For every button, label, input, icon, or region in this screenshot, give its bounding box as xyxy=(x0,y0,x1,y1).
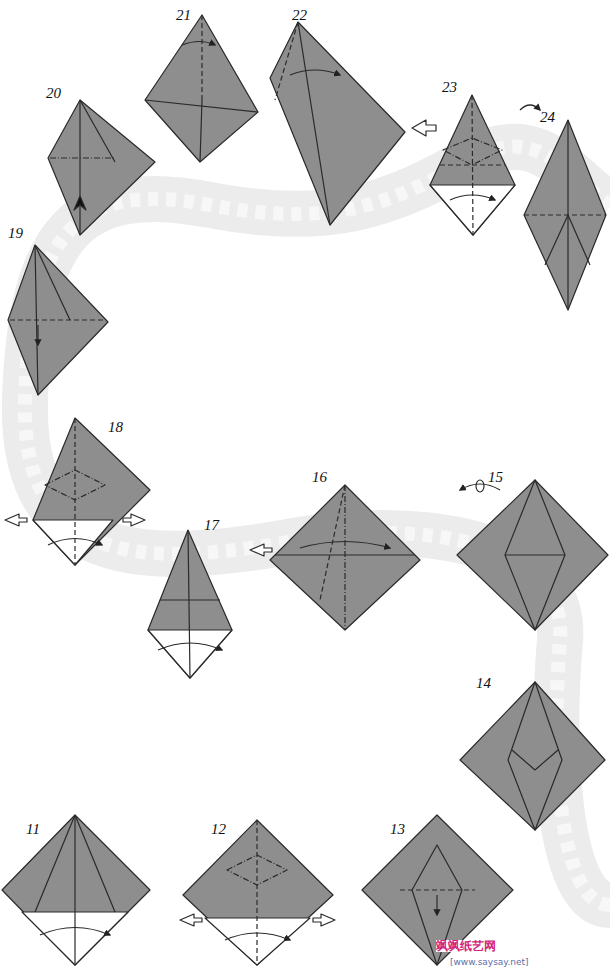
step-17-figure xyxy=(148,530,232,678)
step-number: 16 xyxy=(312,470,327,485)
step-number: 19 xyxy=(8,226,23,241)
step-16-figure xyxy=(250,485,420,630)
watermark-url: [www.saysay.net] xyxy=(450,958,529,967)
step-number: 24 xyxy=(540,110,555,125)
background-band-pattern xyxy=(25,147,610,905)
step-20-figure xyxy=(48,100,155,235)
step-number: 12 xyxy=(211,822,226,837)
step-number: 14 xyxy=(476,676,491,691)
step-14-figure xyxy=(460,682,605,830)
step-13-figure xyxy=(362,815,513,965)
step-number: 13 xyxy=(390,822,405,837)
step-23-figure xyxy=(430,95,515,235)
step-15-figure xyxy=(457,480,608,630)
step-19-figure xyxy=(8,245,108,395)
step-number: 11 xyxy=(26,822,40,837)
step-number: 20 xyxy=(46,86,61,101)
step-number: 22 xyxy=(292,8,307,23)
step-12-figure xyxy=(180,820,335,965)
step-22-figure xyxy=(270,22,436,225)
watermark: 飒飒纸艺网 xyxy=(436,940,496,952)
step-number: 18 xyxy=(108,420,123,435)
step-number: 21 xyxy=(176,8,191,23)
step-11-figure xyxy=(2,815,150,965)
background-band xyxy=(25,147,610,905)
step-number: 15 xyxy=(488,470,503,485)
step-number: 23 xyxy=(442,80,457,95)
step-number: 17 xyxy=(204,518,219,533)
step-18-figure xyxy=(5,418,150,565)
step-24-figure xyxy=(520,105,606,310)
step-21-figure xyxy=(145,15,258,162)
